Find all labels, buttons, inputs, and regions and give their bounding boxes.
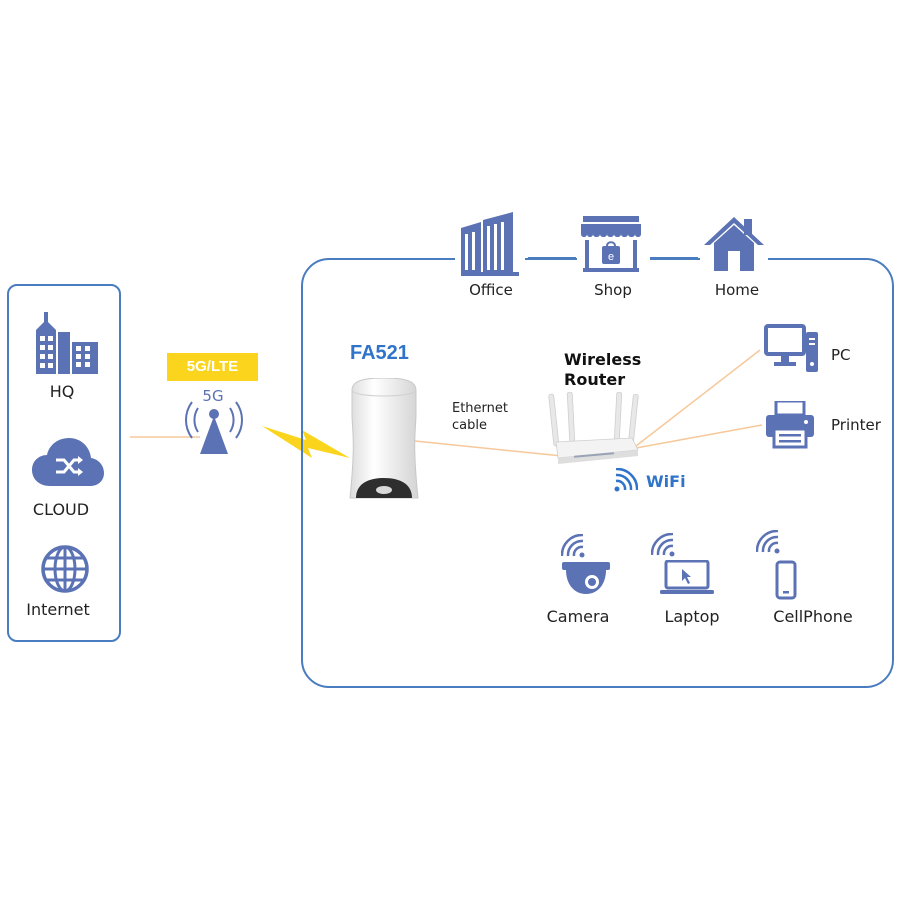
ethernet-cable-label: Ethernet cable: [452, 400, 508, 434]
pc-label: PC: [831, 346, 851, 364]
shop-icon: e: [581, 216, 641, 272]
hq-label: HQ: [49, 382, 75, 401]
fa521-cpe-device: [349, 378, 419, 499]
shop-label: Shop: [594, 281, 632, 299]
office-building-icon: [461, 212, 519, 276]
router-title-line2: Router: [564, 370, 626, 389]
lightning-bolt-icon: [262, 426, 350, 458]
laptop-icon: [660, 560, 714, 594]
internet-label: Internet: [26, 600, 90, 619]
cable-label-line2: cable: [452, 418, 487, 433]
cloud-label: CLOUD: [32, 500, 90, 519]
home-icon: [704, 217, 764, 271]
tower-label: 5G: [202, 387, 224, 405]
router-title-line1: Wireless: [564, 350, 642, 369]
device-name: FA521: [350, 342, 409, 364]
printer-icon: [766, 401, 814, 449]
svg-text:e: e: [608, 251, 614, 263]
router-title: Wireless Router: [564, 350, 641, 390]
printer-label: Printer: [831, 416, 881, 434]
line-router-to-printer: [635, 424, 763, 449]
wireless-router-device: [548, 392, 639, 464]
network-type-badge: 5G/LTE: [167, 353, 258, 381]
router-wifi-signal-icon: [614, 468, 638, 492]
office-label: Office: [469, 281, 513, 299]
dome-camera-icon: [562, 562, 610, 594]
line-ethernet-cable: [404, 439, 563, 457]
home-label: Home: [714, 281, 760, 299]
cellphone-label: CellPhone: [773, 607, 853, 626]
laptop-label: Laptop: [664, 607, 720, 626]
globe-icon: [41, 545, 89, 593]
line-router-to-pc: [635, 349, 761, 447]
frame-top-connector: [528, 257, 698, 259]
cloud-shuffle-icon: [32, 438, 104, 486]
wifi-label: WiFi: [646, 472, 686, 491]
left-panel-frame: [7, 284, 121, 642]
building-icon: [36, 312, 98, 374]
cellphone-wifi-signal-icon: [756, 530, 780, 554]
camera-label: Camera: [546, 607, 610, 626]
cable-label-line1: Ethernet: [452, 401, 508, 416]
smartphone-icon: [775, 560, 797, 600]
desktop-pc-icon: [764, 324, 818, 372]
laptop-wifi-signal-icon: [651, 533, 675, 557]
camera-wifi-signal-icon: [561, 534, 585, 558]
cell-tower-icon: [185, 401, 243, 454]
